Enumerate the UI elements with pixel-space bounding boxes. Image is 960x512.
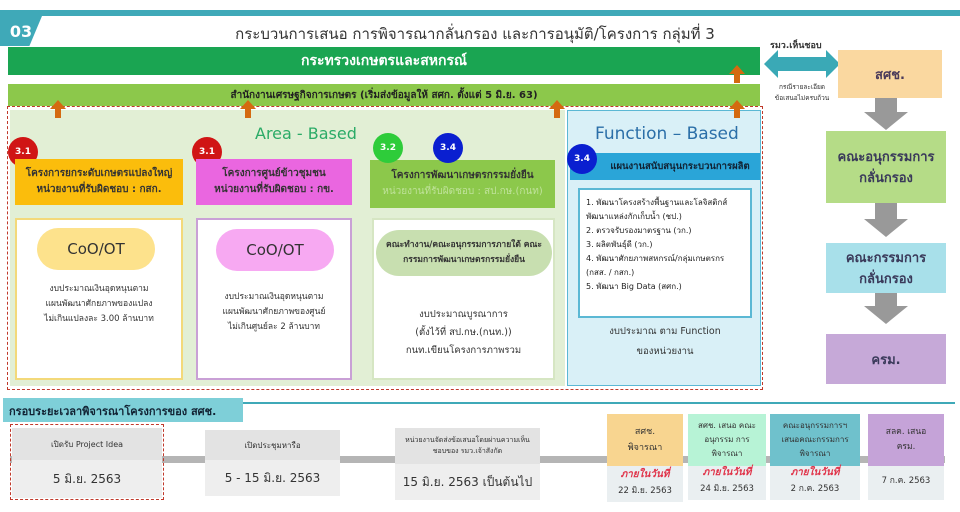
committee-box: คณะกรรมการ กลั่นกรอง [826, 243, 946, 293]
arrow-down-icon [864, 219, 908, 237]
projects-frame [7, 106, 763, 390]
badge: 3.2 [373, 133, 403, 163]
arrow-up-icon [729, 65, 745, 74]
budget-text: งบประมาณเงินอุดหนุนตามแผนพัฒนาศักยภาพของ… [44, 284, 154, 324]
badge: 3.4 [567, 144, 597, 174]
list-item: 5. พัฒนา Big Data (สศก.) [586, 282, 682, 291]
step-label: เปิดรับ Project Idea [12, 428, 162, 460]
page-title: กระบวนการเสนอ การพิจารณากลั่นกรอง และการ… [235, 25, 715, 43]
project-title: โครงการยกระดับเกษตรแปลงใหญ่ [25, 168, 173, 179]
step-date: 5 - 15 มิ.ย. 2563 [205, 460, 340, 496]
timeline-title: กรอบระยะเวลาพิจารณาโครงการของ สศช. [3, 398, 243, 422]
list-item: 2. ตรวจรับรองมาตรฐาน (วก.) [586, 226, 692, 235]
timeline-stage: สศช. เสนอ คณะอนุกรรม การพิจารณา ภายในวัน… [688, 414, 766, 500]
arrow-down-icon [864, 306, 908, 324]
list-item: 1. พัฒนาโครงสร้างพื้นฐานและโลจิสติกส์ พั… [586, 198, 728, 221]
top-band [0, 10, 960, 16]
project-agency: หน่วยงานที่รับผิดชอบ : กข. [214, 184, 334, 195]
project-card-header: โครงการยกระดับเกษตรแปลงใหญ่หน่วยงานที่รั… [15, 159, 183, 205]
project-agency: หน่วยงานที่รับผิดชอบ : กสก. [36, 184, 162, 195]
committee-pill: คณะทำงาน/คณะอนุกรรมการภายใต้ คณะกรรมการพ… [376, 230, 552, 276]
project-title: โครงการศูนย์ข้าวชุมชน [222, 168, 326, 179]
function-list: 1. พัฒนาโครงสร้างพื้นฐานและโลจิสติกส์ พั… [578, 188, 752, 318]
function-based-title: Function – Based [595, 124, 739, 144]
project-agency: หน่วยงานที่รับผิดชอบ : สป.กษ.(กนท) [382, 186, 543, 197]
subcommittee-box: คณะอนุกรรมการ กลั่นกรอง [826, 131, 946, 203]
area-based-title: Area - Based [255, 124, 357, 143]
arrow-up-icon [729, 100, 745, 109]
minister-approval-label: รมว.เห็นชอบ [770, 41, 822, 51]
section-number: 03 [0, 16, 42, 46]
timeline-rule [200, 402, 955, 404]
timeline-stage: คณะอนุกรรมการฯ เสนอคณะกรรมการ พิจารณา ภา… [770, 414, 860, 500]
step-label: หน่วยงานจัดส่งข้อเสนอโดยผ่านความเห็นชอบข… [395, 428, 540, 464]
budget-text: งบประมาณบูรณาการ(ตั้งไว้ที่ สป.กษ.(กนท.)… [405, 309, 522, 356]
timeline-stage: สลค. เสนอ ครม. 7 ก.ค. 2563 [868, 414, 944, 500]
project-card-body: CoO/OT งบประมาณเงินอุดหนุนตามแผนพัฒนาศัก… [15, 218, 183, 380]
list-item: 4. พัฒนาศักยภาพสหกรณ์/กลุ่มเกษตรกร (กสส.… [586, 254, 725, 277]
project-card-body: คณะทำงาน/คณะอนุกรรมการภายใต้ คณะกรรมการพ… [372, 218, 555, 380]
step-date: 15 มิ.ย. 2563 เป็นต้นไป [395, 464, 540, 500]
oae-bar: สำนักงานเศรษฐกิจการเกษตร (เริ่มส่งข้อมูล… [8, 84, 760, 106]
arrow-down-icon [864, 112, 908, 130]
arrow-up-icon [549, 100, 565, 109]
nesdc-box: สศช. [838, 50, 942, 98]
badge: 3.4 [433, 133, 463, 163]
arrow-up-icon [240, 100, 256, 109]
coo-ot-pill: CoO/OT [37, 228, 155, 270]
project-card-body: CoO/OT งบประมาณเงินอุดหนุนตามแผนพัฒนาศัก… [196, 218, 352, 380]
double-arrow-icon [764, 50, 840, 78]
project-card-header: โครงการพัฒนาเกษตรกรรมยั่งยืนหน่วยงานที่ร… [370, 160, 555, 208]
project-title: โครงการพัฒนาเกษตรกรรมยั่งยืน [391, 170, 534, 181]
step-date: 5 มิ.ย. 2563 [12, 460, 162, 498]
list-item: 3. ผลิตพันธุ์ดี (วก.) [586, 240, 653, 249]
step-label: เปิดประชุมหารือ [205, 430, 340, 460]
arrow-up-icon [50, 100, 66, 109]
timeline-step: เปิดรับ Project Idea 5 มิ.ย. 2563 [10, 424, 164, 500]
timeline-step: หน่วยงานจัดส่งข้อเสนอโดยผ่านความเห็นชอบข… [395, 428, 540, 500]
coo-ot-pill: CoO/OT [216, 229, 334, 271]
project-card-header: โครงการศูนย์ข้าวชุมชนหน่วยงานที่รับผิดชอ… [196, 159, 352, 205]
timeline-stage: สศช. พิจารณา ภายในวันที่ 22 มิ.ย. 2563 [607, 414, 683, 502]
support-plan-band: แผนงานสนับสนุนกระบวนการผลิต [570, 153, 760, 180]
timeline-step: เปิดประชุมหารือ 5 - 15 มิ.ย. 2563 [205, 430, 340, 496]
budget-text: งบประมาณเงินอุดหนุนตามแผนพัฒนาศักยภาพของ… [222, 292, 326, 332]
cabinet-box: ครม. [826, 334, 946, 384]
incomplete-note: กรณีรายละเอียดข้อเสนอไม่ครบถ้วน [774, 83, 830, 102]
ministry-bar: กระทรวงเกษตรและสหกรณ์ [8, 47, 760, 75]
